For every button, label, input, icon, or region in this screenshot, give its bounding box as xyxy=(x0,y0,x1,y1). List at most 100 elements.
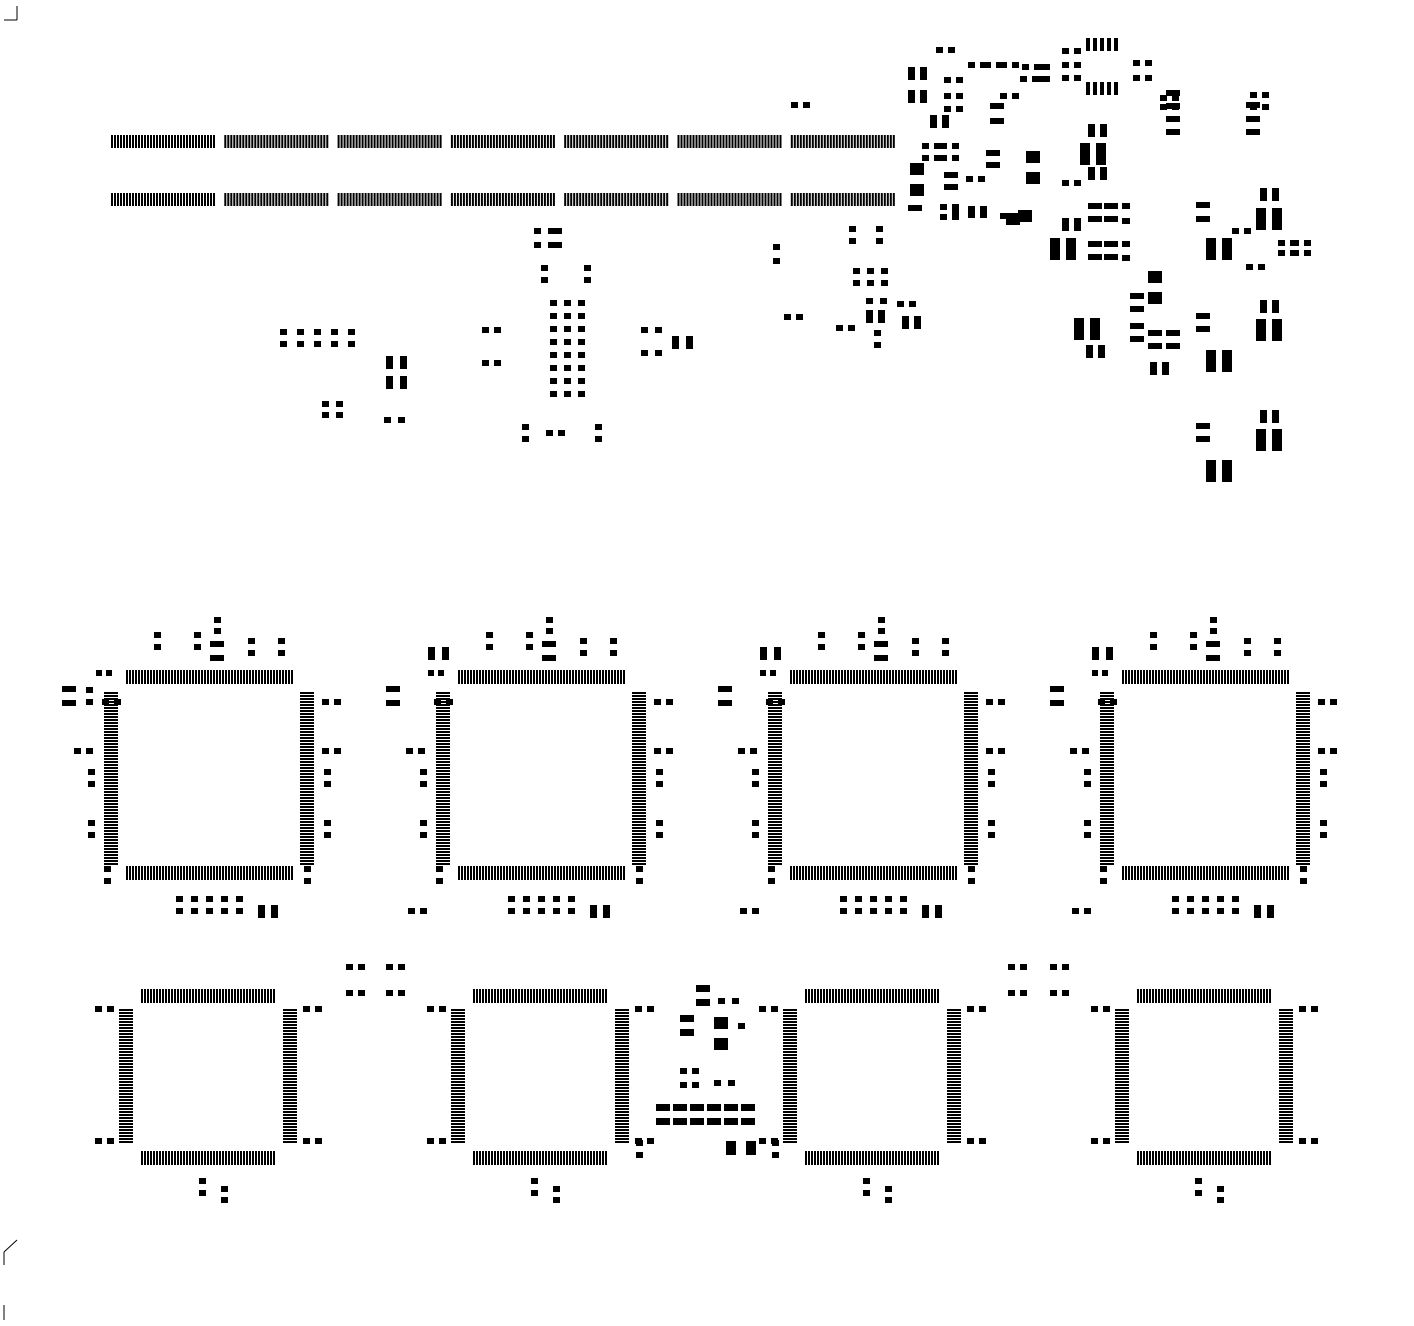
qfp-pin-pad xyxy=(898,1151,900,1165)
qfp-pin-pad xyxy=(104,812,118,814)
passive-pad xyxy=(752,820,759,826)
connector-pin-pad xyxy=(236,135,239,148)
qfp-row-2 xyxy=(95,964,1318,1203)
connector-pin-pad xyxy=(504,193,507,206)
qfp-pin-pad xyxy=(964,806,978,808)
passive-pad xyxy=(956,106,963,112)
passive-pad xyxy=(86,687,93,693)
qfp-pin-pad xyxy=(503,866,505,880)
connector-pin-pad xyxy=(456,135,459,148)
qfp-pin-pad xyxy=(1100,710,1114,712)
connector-pin-pad xyxy=(630,135,633,148)
qfp-pin-pad xyxy=(451,1081,465,1083)
qfp-pin-pad xyxy=(584,670,586,684)
connector-pin-pad xyxy=(471,135,474,148)
qfp-pin-pad xyxy=(615,1102,629,1104)
passive-pad xyxy=(940,143,947,149)
qfp-pin-pad xyxy=(119,1021,133,1023)
passive-pad xyxy=(956,77,963,83)
qfp-pin-pad xyxy=(1170,989,1172,1003)
qfp-pin-pad xyxy=(569,1151,571,1165)
qfp-pin-pad xyxy=(222,866,224,880)
bga-pad xyxy=(550,326,557,332)
connector-pin-pad xyxy=(639,193,642,206)
qfp-pin-pad xyxy=(497,1151,499,1165)
qfp-pin-pad xyxy=(473,989,475,1003)
qfp-pin-pad xyxy=(1257,989,1259,1003)
qfp-pin-pad xyxy=(964,851,978,853)
connector-pin-pad xyxy=(120,193,122,206)
passive-pad xyxy=(176,908,183,914)
qfp-pin-pad xyxy=(889,866,891,880)
qfp-pin-pad xyxy=(632,833,646,835)
connector-pin-pad xyxy=(549,135,552,148)
connector-pin-pad xyxy=(725,193,728,206)
passive-pad xyxy=(1104,241,1118,247)
qfp-pin-pad xyxy=(1125,866,1127,880)
passive-pad xyxy=(1062,990,1069,996)
qfp-pin-pad xyxy=(1296,773,1310,775)
qfp-pin-pad xyxy=(300,737,314,739)
passive-pad xyxy=(655,327,662,333)
passive-pad xyxy=(1100,167,1107,180)
connector-pin-pad xyxy=(275,193,278,206)
connector-pin-pad xyxy=(612,193,615,206)
qfp-pin-pad xyxy=(488,866,490,880)
passive-pad xyxy=(772,1152,779,1158)
qfp-pin-pad xyxy=(947,1108,961,1110)
passive-pad xyxy=(692,1068,699,1074)
passive-pad xyxy=(866,298,873,304)
qfp-pin-pad xyxy=(768,836,782,838)
qfp-pin-pad xyxy=(1296,815,1310,817)
qfp-pin-pad xyxy=(171,670,173,684)
qfp-pin-pad xyxy=(814,1151,816,1165)
passive-pad xyxy=(1062,964,1069,970)
connector-pin-pad xyxy=(820,135,823,148)
qfp-pin-pad xyxy=(470,670,472,684)
qfp-pin-pad xyxy=(551,1151,553,1165)
passive-pad xyxy=(1202,896,1209,902)
passive-pad xyxy=(214,617,221,623)
connector-pin-pad xyxy=(239,193,242,206)
qfp-pin-pad xyxy=(596,989,598,1003)
passive-pad xyxy=(95,1006,102,1012)
ic-pad xyxy=(1107,38,1111,51)
qfp-pin-pad xyxy=(300,830,314,832)
qfp-pin-pad xyxy=(119,1075,133,1077)
qfp-pin-pad xyxy=(231,989,233,1003)
connector-pin-pad xyxy=(633,135,636,148)
qfp-pin-pad xyxy=(104,764,118,766)
passive-pad xyxy=(1122,255,1130,261)
passive-pad xyxy=(641,350,648,356)
passive-pad xyxy=(940,214,947,220)
qfp-pin-pad xyxy=(485,866,487,880)
qfp-pin-pad xyxy=(768,758,782,760)
qfp-pin-pad xyxy=(300,734,314,736)
qfp-pin-pad xyxy=(1224,670,1226,684)
ic-pad xyxy=(1100,38,1104,51)
qfp-pin-pad xyxy=(165,989,167,1003)
connector-pin-pad xyxy=(376,193,379,206)
qfp-pin-pad xyxy=(451,1051,465,1053)
qfp-pin-pad xyxy=(850,670,852,684)
qfp-pin-pad xyxy=(1115,1117,1129,1119)
qfp-pin-pad xyxy=(279,866,281,880)
connector-pin-pad xyxy=(275,135,278,148)
qfp-pin-pad xyxy=(482,989,484,1003)
qfp-pin-pad xyxy=(1115,1114,1129,1116)
passive-pad xyxy=(428,647,435,660)
connector-pin-pad xyxy=(606,193,609,206)
qfp-pin-pad xyxy=(1115,1108,1129,1110)
connector-pin-pad xyxy=(153,193,155,206)
qfp-pin-pad xyxy=(207,989,209,1003)
qfp-pin-pad xyxy=(947,1114,961,1116)
qfp-pin-pad xyxy=(264,989,266,1003)
qfp-pin-pad xyxy=(1167,1151,1169,1165)
connector-pin-pad xyxy=(305,135,308,148)
qfp-pin-pad xyxy=(632,701,646,703)
connector-pin-pad xyxy=(236,193,239,206)
connector-pin-pad xyxy=(642,193,645,206)
connector-pin-pad xyxy=(337,135,340,148)
large-pad xyxy=(746,1141,756,1155)
qfp-pin-pad xyxy=(1279,1132,1293,1134)
